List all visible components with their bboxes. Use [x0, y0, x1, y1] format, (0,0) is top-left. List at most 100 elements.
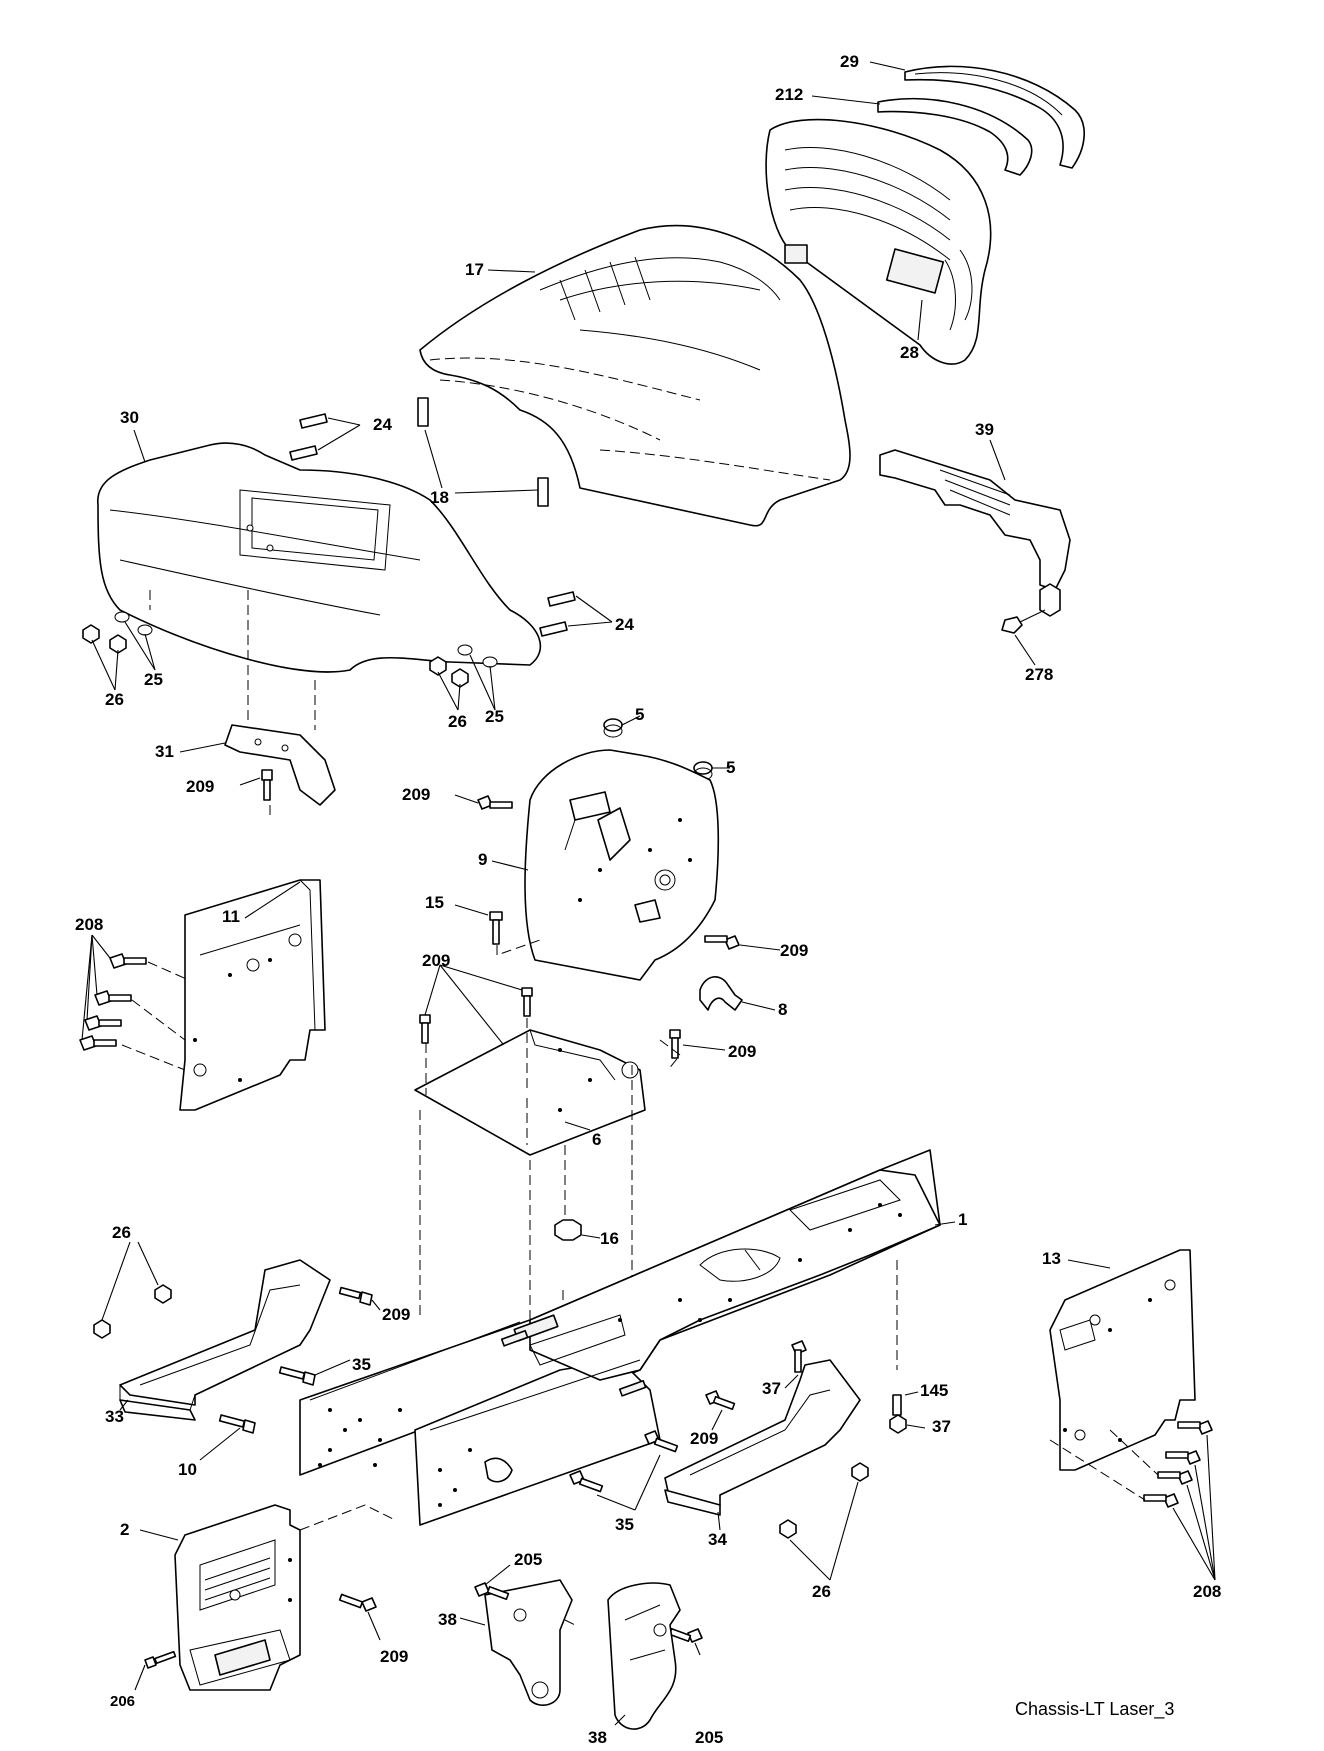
label-16: 16 — [600, 1229, 619, 1248]
bolt-205-lower — [668, 1627, 703, 1656]
screw-278 — [1001, 609, 1046, 666]
dash-panel-9 — [524, 749, 720, 981]
label-11: 11 — [222, 907, 240, 926]
screw-15 — [454, 904, 541, 956]
seat-30 — [97, 442, 542, 673]
label-212: 212 — [775, 85, 803, 104]
screw-206 — [134, 1650, 177, 1691]
label-208-right: 208 — [1193, 1582, 1221, 1601]
label-209-d: 209 — [422, 951, 450, 970]
label-2: 2 — [120, 1520, 129, 1539]
front-bracket-2 — [174, 1504, 396, 1691]
label-209-e: 209 — [728, 1042, 756, 1061]
label-38-left: 38 — [438, 1610, 457, 1629]
label-29: 29 — [840, 52, 859, 71]
bolt-10 — [199, 1414, 256, 1461]
frame-1 — [299, 1149, 941, 1526]
label-38-right: 38 — [588, 1728, 607, 1747]
label-26-left: 26 — [105, 690, 124, 709]
label-31: 31 — [155, 742, 174, 761]
label-5-top: 5 — [635, 705, 644, 724]
label-8: 8 — [778, 1000, 787, 1019]
label-208-left: 208 — [75, 915, 103, 934]
label-35-upper: 35 — [352, 1355, 371, 1374]
label-25-right: 25 — [485, 707, 504, 726]
label-209-b: 209 — [402, 785, 430, 804]
bolt-35-lower — [569, 1430, 679, 1511]
bracket-38-right — [607, 1582, 681, 1730]
nut-26-upper — [93, 1241, 172, 1339]
bolt-208-right — [1049, 1420, 1216, 1581]
label-205-upper: 205 — [514, 1550, 542, 1569]
label-1: 1 — [958, 1210, 967, 1229]
bolt-205-upper — [474, 1564, 511, 1601]
bolt-209-f — [338, 1286, 381, 1311]
label-205-lower: 205 — [695, 1728, 723, 1747]
hood-trim-strip-212 — [877, 97, 1033, 176]
footrest-33 — [119, 1259, 331, 1421]
label-35-lower: 35 — [615, 1515, 634, 1534]
label-24-right: 24 — [615, 615, 634, 634]
nut-16 — [554, 1219, 601, 1241]
washer-nut-set-right — [429, 644, 498, 711]
plate-6 — [414, 1018, 681, 1156]
bolt-208-left — [79, 934, 201, 1071]
bolt-209-c — [704, 935, 781, 951]
bolt-37-upper — [784, 1340, 807, 1389]
grille-28 — [765, 118, 992, 365]
seat-bracket-31 — [224, 590, 336, 820]
nut-26-lower — [779, 1462, 869, 1581]
bolt-35-upper — [278, 1359, 351, 1386]
label-145: 145 — [920, 1381, 948, 1400]
label-209-c: 209 — [780, 941, 808, 960]
clip-8 — [699, 976, 776, 1011]
footrest-34 — [664, 1359, 861, 1516]
label-24-top: 24 — [373, 415, 392, 434]
label-209-h: 209 — [380, 1647, 408, 1666]
label-28: 28 — [900, 343, 919, 362]
label-26-right: 26 — [448, 712, 467, 731]
label-13: 13 — [1042, 1249, 1061, 1268]
hood-trim-strip-29 — [904, 65, 1086, 169]
label-26-lower: 26 — [812, 1582, 831, 1601]
label-10: 10 — [178, 1460, 197, 1479]
screw-24-top — [289, 413, 361, 461]
label-39: 39 — [975, 420, 994, 439]
side-panel-13 — [1049, 1249, 1196, 1471]
diagram-caption: Chassis-LT Laser_3 — [1015, 1699, 1174, 1720]
bracket-38-left — [459, 1579, 576, 1706]
label-206: 206 — [110, 1693, 135, 1710]
hood-bumper-18 — [417, 397, 549, 507]
label-25-left: 25 — [144, 670, 163, 689]
bolt-209-a — [239, 769, 273, 801]
bolt-209-g — [705, 1390, 736, 1431]
label-17: 17 — [465, 260, 484, 279]
label-209-f: 209 — [382, 1305, 410, 1324]
label-33: 33 — [105, 1407, 124, 1426]
label-26-upper: 26 — [112, 1223, 131, 1242]
label-34: 34 — [708, 1530, 727, 1549]
grommet-5 — [603, 715, 730, 781]
label-37-lower: 37 — [932, 1417, 951, 1436]
bolt-145 — [892, 1391, 919, 1416]
label-18: 18 — [430, 488, 449, 507]
label-278: 278 — [1025, 665, 1053, 684]
side-panel-11 — [179, 879, 326, 1111]
bolt-209-b — [454, 794, 513, 810]
hood-17 — [419, 224, 851, 527]
label-6: 6 — [592, 1130, 601, 1149]
label-15: 15 — [425, 893, 444, 912]
label-30: 30 — [120, 408, 139, 427]
label-5-right: 5 — [726, 758, 735, 777]
label-209-a: 209 — [186, 777, 214, 796]
washer-nut-set-left — [82, 590, 156, 691]
label-9: 9 — [478, 850, 487, 869]
bolt-209-h — [338, 1593, 381, 1641]
bolt-209-e — [669, 1029, 726, 1059]
label-209-g: 209 — [690, 1429, 718, 1448]
bracket-39 — [879, 449, 1071, 617]
bolt-37-lower — [889, 1414, 926, 1434]
screw-24-right — [539, 591, 613, 637]
label-37-upper: 37 — [762, 1379, 781, 1398]
